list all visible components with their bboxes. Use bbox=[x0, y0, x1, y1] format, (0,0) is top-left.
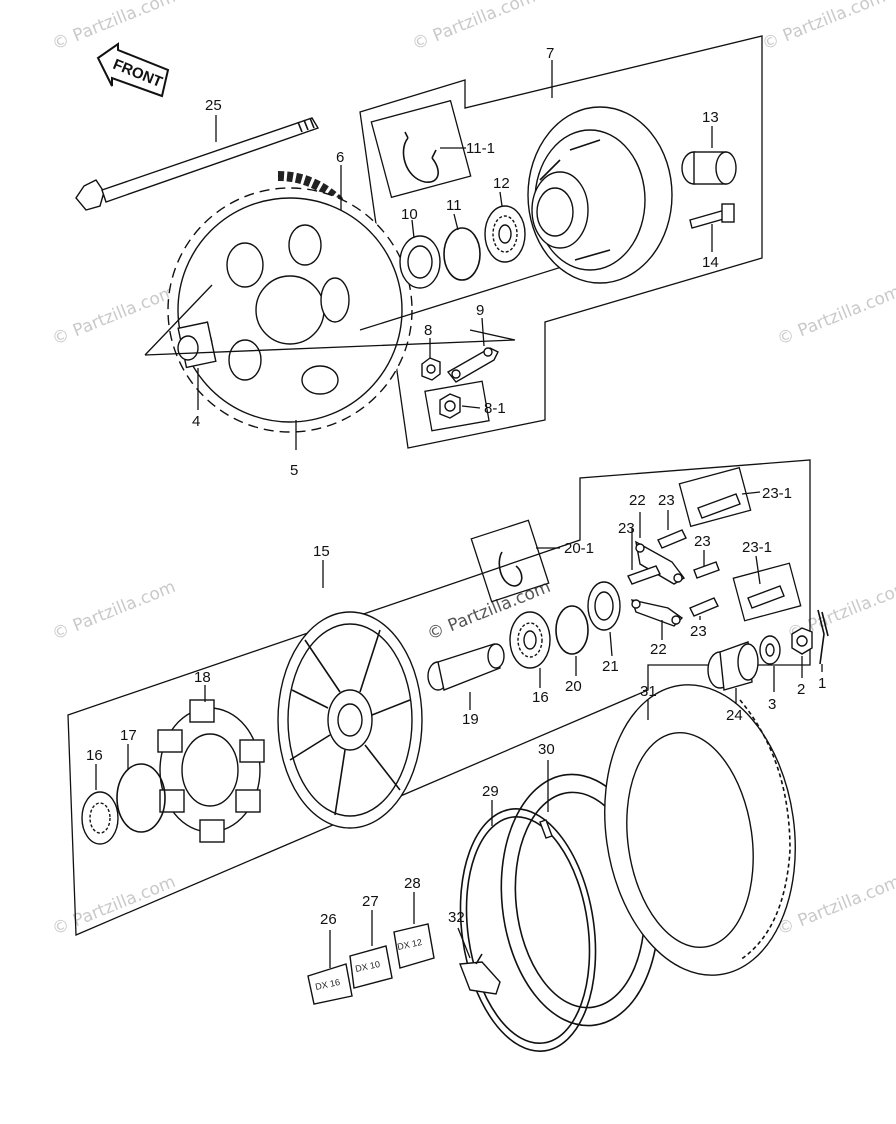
callout-31: 31 bbox=[640, 683, 657, 700]
oil-seal-part-21 bbox=[587, 581, 621, 631]
callout-10: 10 bbox=[401, 206, 418, 223]
callout-17: 17 bbox=[120, 727, 137, 744]
bearing-part-16-left bbox=[81, 791, 119, 845]
balance-weight-part-32 bbox=[459, 953, 501, 995]
callout-20: 20 bbox=[565, 678, 582, 695]
axle-nut-part-2 bbox=[791, 627, 813, 655]
circlip-11-1-box bbox=[370, 99, 472, 199]
brake-pad-part-26: DX 16 bbox=[307, 963, 353, 1005]
lock-plate-part-9 bbox=[446, 347, 499, 383]
callout-21: 21 bbox=[602, 658, 619, 675]
callout-11-1: 11-1 bbox=[466, 140, 495, 157]
callout-labels: 1 2 3 4 5 6 7 8 8-1 9 10 11 11-1 12 13 1… bbox=[86, 45, 826, 928]
front-direction-arrow: FRONT bbox=[96, 42, 170, 98]
callout-5: 5 bbox=[290, 462, 298, 479]
callout-27: 27 bbox=[362, 893, 379, 910]
callout-26: 26 bbox=[320, 911, 337, 928]
nut-part-8-1 bbox=[439, 393, 461, 419]
washer-part-3 bbox=[759, 635, 781, 665]
bearing-part-12 bbox=[484, 205, 526, 263]
callout-12: 12 bbox=[493, 175, 510, 192]
circlip-part-11 bbox=[443, 227, 481, 281]
o-ring-part-17 bbox=[116, 763, 166, 833]
nut-8-1-box bbox=[424, 380, 490, 432]
leader-lines bbox=[95, 60, 823, 968]
lock-plate-part-22-bottom bbox=[630, 599, 684, 627]
brake-pad-part-28: DX 12 bbox=[393, 923, 435, 969]
alignment-line bbox=[144, 284, 516, 356]
cotter-pin-part-1 bbox=[817, 609, 829, 665]
hub-assembly-outline bbox=[359, 35, 763, 449]
callout-8-1: 8-1 bbox=[484, 400, 506, 417]
circlip-part-20 bbox=[555, 605, 589, 655]
axle-part-25 bbox=[75, 117, 320, 211]
callout-23-c: 23 bbox=[694, 533, 711, 550]
callout-18: 18 bbox=[194, 669, 211, 686]
watermark: © Partzilla.com bbox=[774, 282, 896, 350]
brake-pad-part-27: DX 10 bbox=[349, 945, 393, 989]
bolt-part-23 bbox=[693, 561, 720, 579]
cast-wheel-part-15 bbox=[277, 611, 423, 829]
bolt-part-23 bbox=[627, 565, 661, 585]
collar-part-13 bbox=[681, 151, 737, 185]
bolt-part-23-1-top bbox=[697, 493, 741, 519]
bolt-part-14 bbox=[689, 203, 735, 229]
bearing-part-16-right bbox=[509, 611, 551, 669]
bolt-part-23 bbox=[657, 529, 687, 549]
callout-8: 8 bbox=[424, 322, 432, 339]
callout-14: 14 bbox=[702, 254, 719, 271]
callout-24: 24 bbox=[726, 707, 743, 724]
hub-damper-part-18 bbox=[157, 699, 265, 843]
rear-sprocket-part-5 bbox=[167, 187, 413, 433]
wheel-assembly-outline bbox=[67, 459, 811, 936]
callout-23-1-bottom: 23-1 bbox=[742, 539, 772, 556]
callout-13: 13 bbox=[702, 109, 719, 126]
callout-1: 1 bbox=[818, 675, 826, 692]
nut-part-8 bbox=[421, 357, 441, 381]
callout-23-b: 23 bbox=[618, 520, 635, 537]
callout-32: 32 bbox=[448, 909, 465, 926]
watermark: © Partzilla.com bbox=[49, 577, 178, 645]
callout-30: 30 bbox=[538, 741, 555, 758]
callout-22-bottom: 22 bbox=[650, 641, 667, 658]
callout-11: 11 bbox=[446, 197, 462, 214]
callout-2: 2 bbox=[797, 681, 805, 698]
bolt-23-1-box-bottom bbox=[732, 562, 802, 622]
watermark: © Partzilla.com bbox=[409, 0, 538, 55]
spacer-part-19 bbox=[427, 643, 505, 691]
lock-plate-part-22-top bbox=[635, 540, 686, 585]
rear-hub-part-7 bbox=[527, 106, 673, 284]
callout-6: 6 bbox=[336, 149, 344, 166]
circlip-part-11-1 bbox=[402, 131, 439, 183]
callout-23-1-top: 23-1 bbox=[762, 485, 792, 502]
callout-22-top: 22 bbox=[629, 492, 646, 509]
collar-part-24 bbox=[707, 641, 759, 691]
callout-28: 28 bbox=[404, 875, 421, 892]
callout-23-d: 23 bbox=[690, 623, 707, 640]
tire-part-31 bbox=[604, 684, 796, 976]
callout-3: 3 bbox=[768, 696, 776, 713]
rim-band-part-29 bbox=[459, 808, 597, 1052]
watermark: © Partzilla.com bbox=[759, 0, 888, 55]
bolt-23-1-box-top bbox=[678, 466, 752, 528]
oil-seal-part-10 bbox=[399, 235, 441, 289]
callout-7: 7 bbox=[546, 45, 554, 62]
callout-15: 15 bbox=[313, 543, 330, 560]
callout-4: 4 bbox=[192, 413, 200, 430]
watermark: © Partzilla.com bbox=[49, 872, 178, 940]
callout-16-right: 16 bbox=[532, 689, 549, 706]
bolt-part-23 bbox=[689, 597, 719, 617]
callout-19: 19 bbox=[462, 711, 479, 728]
circlip-part-20-1 bbox=[498, 551, 523, 587]
callout-20-1: 20-1 bbox=[564, 540, 594, 557]
callout-23-a: 23 bbox=[658, 492, 675, 509]
circlip-20-1-box bbox=[470, 519, 550, 603]
callout-16-left: 16 bbox=[86, 747, 103, 764]
bolt-part-23-1-bottom bbox=[747, 585, 785, 609]
callout-25: 25 bbox=[205, 97, 222, 114]
callout-29: 29 bbox=[482, 783, 499, 800]
callout-9: 9 bbox=[476, 302, 484, 319]
